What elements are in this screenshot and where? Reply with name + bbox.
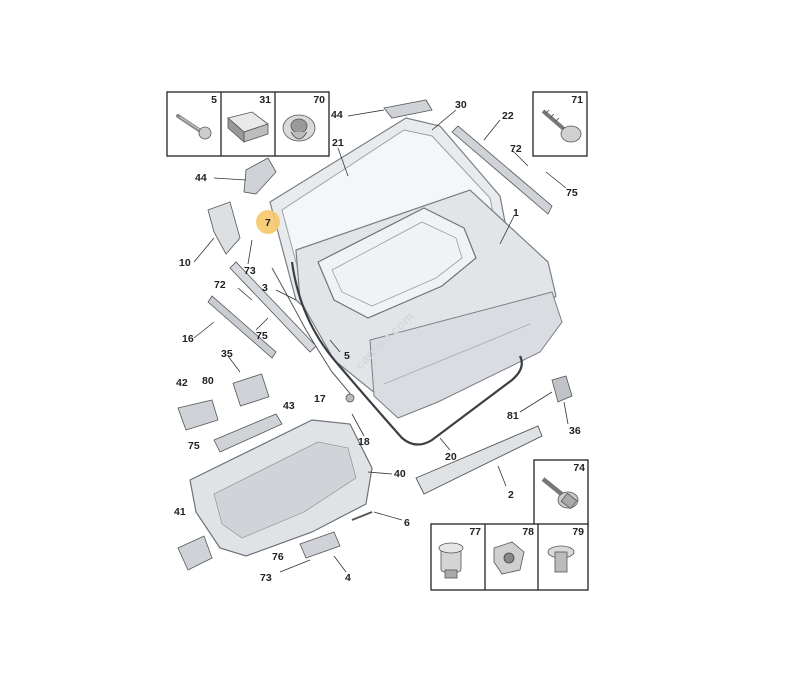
callout-75-lower: 75 <box>188 440 200 452</box>
callout-73-lower: 73 <box>260 572 272 584</box>
retainer-clip-icon <box>493 541 525 575</box>
callout-2: 2 <box>508 489 514 501</box>
box-label-5: 5 <box>211 94 217 106</box>
box-top-right: 71 <box>532 91 588 157</box>
callout-72-right: 72 <box>510 143 522 155</box>
tailgate-lower-panel <box>369 291 563 419</box>
box-label-77: 77 <box>469 526 481 538</box>
callout-80: 80 <box>202 375 214 387</box>
callout-76: 76 <box>272 551 284 563</box>
callout-7: 7 <box>265 217 271 229</box>
callout-17: 17 <box>314 393 326 405</box>
callout-16: 16 <box>182 333 194 345</box>
callout-41: 41 <box>174 506 186 518</box>
hinge-bracket <box>207 201 241 255</box>
callout-44-top: 44 <box>331 109 343 121</box>
box-bottom-right-single: 74 <box>533 459 589 527</box>
push-clip-icon <box>438 542 464 579</box>
callout-75-mid: 75 <box>256 330 268 342</box>
bolt-icon <box>176 114 212 140</box>
callout-6: 6 <box>404 517 410 529</box>
foam-pad-icon <box>227 111 269 143</box>
callout-40: 40 <box>394 468 406 480</box>
spring-clip <box>351 511 373 521</box>
callout-5: 5 <box>344 350 350 362</box>
box-label-78: 78 <box>522 526 534 538</box>
light-unit <box>177 535 213 571</box>
box-label-79: 79 <box>572 526 584 538</box>
side-trim-strip <box>229 261 317 353</box>
box-label-31: 31 <box>259 94 271 106</box>
callout-22: 22 <box>502 110 514 122</box>
door-seal <box>290 261 523 446</box>
latch <box>551 375 573 403</box>
callout-4: 4 <box>345 572 351 584</box>
box-top-left: 5 31 70 <box>166 91 330 157</box>
callout-20: 20 <box>445 451 457 463</box>
callout-43: 43 <box>283 400 295 412</box>
wiring-harness <box>271 267 353 397</box>
upper-bracket <box>383 99 433 119</box>
highlight-marker <box>256 210 280 234</box>
handle-strip <box>213 413 283 453</box>
side-bracket <box>243 157 277 195</box>
box-label-74: 74 <box>573 462 585 474</box>
box-bottom-right-triple: 77 78 79 <box>430 523 589 591</box>
flange-bolt-icon <box>541 477 579 510</box>
callout-75-right: 75 <box>566 187 578 199</box>
callout-42: 42 <box>176 377 188 389</box>
box-label-70: 70 <box>313 94 325 106</box>
callout-44-left: 44 <box>195 172 207 184</box>
screw-icon <box>541 109 582 143</box>
callout-30: 30 <box>455 99 467 111</box>
box-label-71: 71 <box>571 94 583 106</box>
callout-72-left: 72 <box>214 279 226 291</box>
rivet-icon <box>547 545 575 573</box>
control-module <box>232 373 270 407</box>
gas-strut <box>207 295 277 359</box>
callout-10: 10 <box>179 257 191 269</box>
callout-1: 1 <box>513 207 519 219</box>
callout-labels: 44 30 22 21 72 75 44 7 1 10 73 72 3 75 1… <box>174 99 581 584</box>
leader-lines <box>193 109 569 573</box>
hinge-rail <box>451 125 553 215</box>
callout-36: 36 <box>569 425 581 437</box>
tailgate-assembly <box>177 99 573 571</box>
callout-73-upper: 73 <box>244 265 256 277</box>
grommet-icon <box>282 114 316 142</box>
callout-35: 35 <box>221 348 233 360</box>
callout-81: 81 <box>507 410 519 422</box>
callout-21: 21 <box>332 137 344 149</box>
callout-3: 3 <box>262 282 268 294</box>
switch-panel <box>177 399 219 431</box>
window-opening <box>317 207 477 319</box>
lower-trim-strip <box>415 425 543 495</box>
tailgate-handle <box>299 531 341 559</box>
callout-18: 18 <box>358 436 370 448</box>
